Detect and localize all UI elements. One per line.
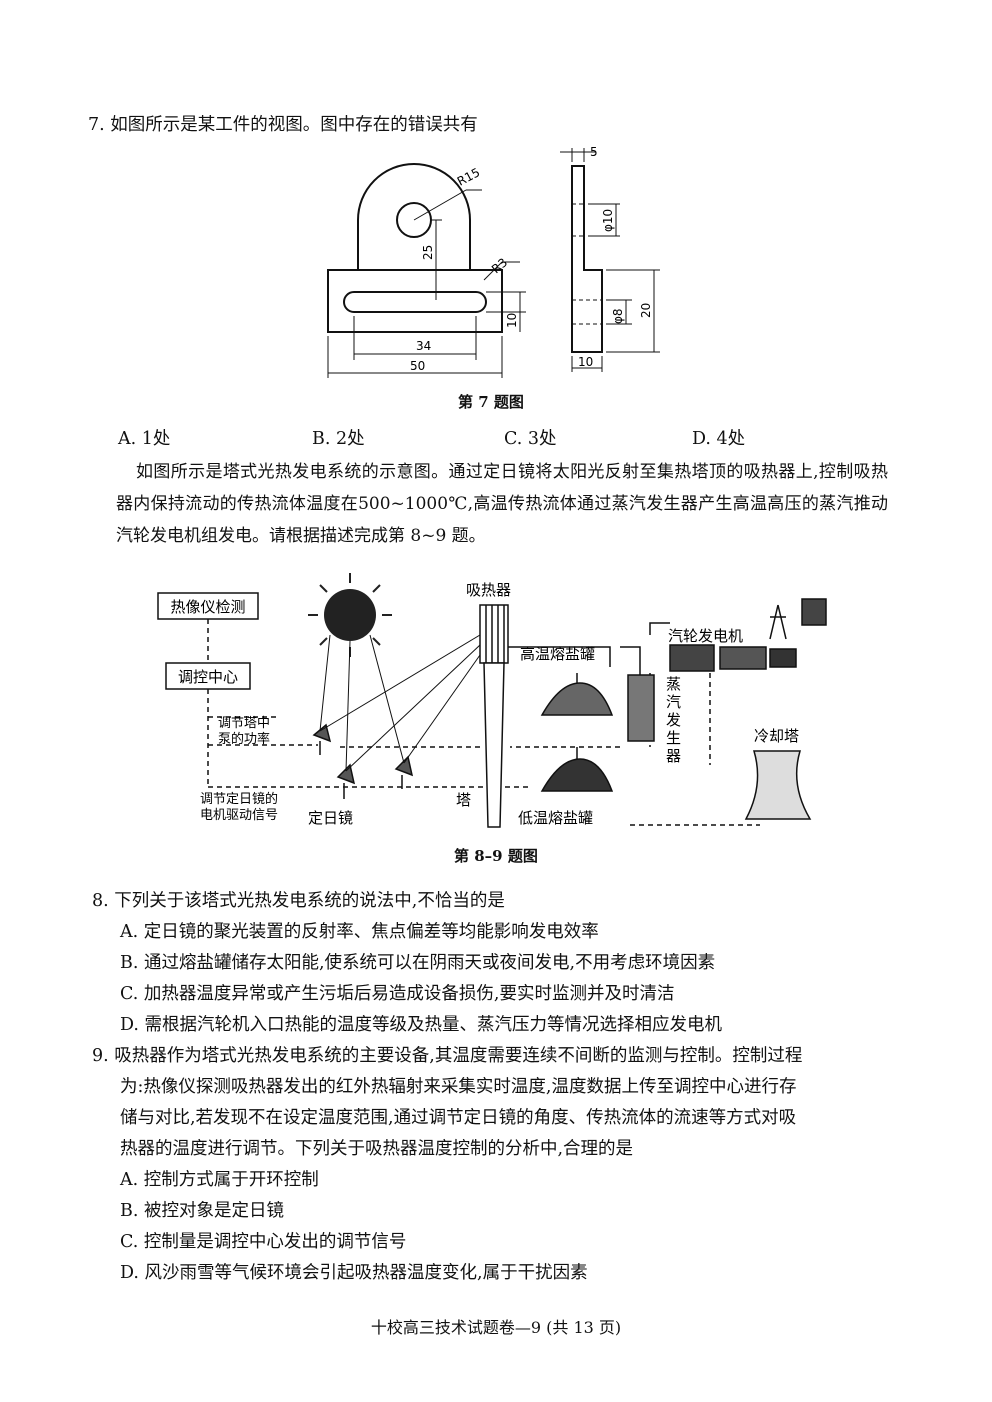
q7-option-b: B. 2处	[312, 429, 365, 449]
q9-option-b: B. 被控对象是定日镜	[120, 1201, 284, 1221]
q8-option-d: D. 需根据汽轮机入口热能的温度等级及热量、蒸汽压力等情况选择相应发电机	[120, 1015, 723, 1035]
steam-generator-char-1: 蒸	[666, 675, 681, 693]
q9-stem-line4: 热器的温度进行调节。下列关于吸热器温度控制的分析中,合理的是	[120, 1139, 634, 1159]
pump-label-line1: 调节塔中	[218, 716, 270, 731]
q7-caption: 第 7 题图	[458, 393, 524, 411]
dim-10: 10	[505, 313, 519, 328]
dim-phi8: φ8	[611, 308, 625, 324]
dim-20: 20	[639, 303, 653, 318]
cooling-tower-label: 冷却塔	[754, 727, 799, 745]
steam-generator-char-3: 发	[666, 711, 681, 729]
pump-label-line2: 泵的功率	[218, 731, 270, 747]
front-view	[327, 163, 503, 333]
dim-50: 50	[410, 359, 425, 373]
control-center-label: 调控中心	[178, 668, 238, 686]
q7-stem: 7. 如图所示是某工件的视图。图中存在的错误共有	[88, 115, 478, 135]
cooling-tower-icon	[744, 750, 812, 820]
q9-stem-line2: 为:热像仪探测吸热器发出的红外热辐射来采集实时温度,温度数据上传至调控中心进行存	[120, 1077, 797, 1097]
dim-phi10: φ10	[601, 209, 615, 232]
q9-option-c: C. 控制量是调控中心发出的调节信号	[120, 1232, 407, 1252]
side-view	[571, 165, 603, 353]
steam-generator-char-4: 生	[666, 729, 681, 747]
turbine-icon	[669, 644, 797, 672]
steam-generator-char-5: 器	[666, 747, 681, 765]
q7-option-c: C. 3处	[504, 429, 557, 449]
heliostat-label: 定日镜	[308, 809, 353, 827]
page-footer: 十校高三技术试题卷—9 (共 13 页)	[370, 1318, 622, 1337]
figure-caption: 第 8–9 题图	[454, 847, 538, 865]
q8-stem: 8. 下列关于该塔式光热发电系统的说法中,不恰当的是	[92, 891, 505, 911]
dim-r3: R3	[489, 255, 510, 276]
thermal-camera-label: 热像仪检测	[170, 598, 245, 616]
dim-5: 5	[590, 145, 598, 159]
dim-34: 34	[416, 339, 431, 353]
dim-25: 25	[421, 245, 435, 260]
q9-option-a: A. 控制方式属于开环控制	[120, 1170, 319, 1190]
intro-paragraph: 如图所示是塔式光热发电系统的示意图。通过定日镜将太阳光反射至集热塔顶的吸热器上,…	[116, 462, 888, 546]
power-pylon-icon	[769, 598, 827, 640]
motor-label-line1: 调节定日镜的	[200, 791, 278, 807]
dim-10b: 10	[578, 355, 593, 369]
q7-drawing: R15 R3 25 10 34 50 5 φ10 φ8 20 10	[327, 145, 660, 378]
steam-generator-icon	[627, 674, 655, 742]
hot-tank-icon	[540, 673, 614, 716]
q9-stem-line3: 储与对比,若发现不在设定温度范围,通过调节定日镜的角度、传热流体的流速等方式对吸	[120, 1108, 797, 1128]
q7-option-a: A. 1处	[118, 429, 171, 449]
absorber-label: 吸热器	[466, 581, 511, 599]
cold-tank-label: 低温熔盐罐	[518, 809, 593, 827]
q8-option-b: B. 通过熔盐罐储存太阳能,使系统可以在阴雨天或夜间发电,不用考虑环境因素	[120, 953, 716, 973]
q8-option-c: C. 加热器温度异常或产生污垢后易造成设备损伤,要实时监测并及时清洁	[120, 984, 675, 1004]
steam-generator-char-2: 汽	[666, 693, 681, 711]
q8-option-a: A. 定日镜的聚光装置的反射率、焦点偏差等均能影响发电效率	[120, 922, 599, 942]
sun-icon	[308, 573, 392, 657]
motor-label-line2: 电机驱动信号	[200, 808, 278, 823]
hot-tank-label: 高温熔盐罐	[520, 645, 595, 663]
turbine-label: 汽轮发电机	[668, 627, 743, 645]
tower-icon	[479, 604, 509, 828]
tower-label: 塔	[456, 791, 471, 809]
q7-option-d: D. 4处	[692, 429, 746, 449]
solar-system-figure: 热像仪检测 调控中心 调节塔中 泵的功率 调节定日镜的 电机驱动信号 定日镜	[157, 573, 827, 828]
q9-stem-line1: 9. 吸热器作为塔式光热发电系统的主要设备,其温度需要连续不间断的监测与控制。控…	[92, 1046, 803, 1066]
cold-tank-icon	[540, 747, 614, 792]
dim-r15: R15	[455, 165, 482, 188]
q9-option-d: D. 风沙雨雪等气候环境会引起吸热器温度变化,属于干扰因素	[120, 1263, 588, 1283]
